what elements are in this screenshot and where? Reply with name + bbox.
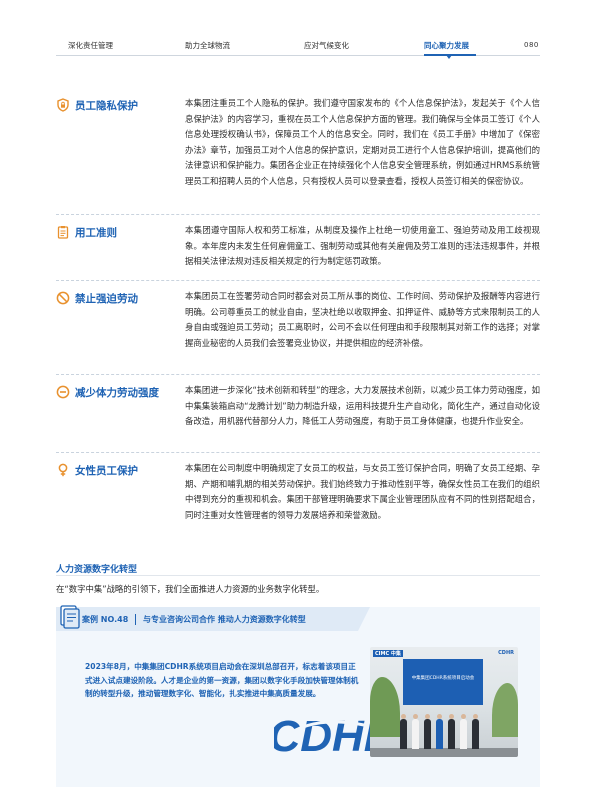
photo-person	[436, 719, 443, 749]
divider	[56, 374, 540, 375]
photo-screen: 中集集团CDHR系统项目启动会	[403, 659, 483, 705]
divider	[56, 452, 540, 453]
case-number: 案例 NO.48	[82, 615, 129, 624]
section-body: 本集团在公司制度中明确规定了女员工的权益，与女员工签订保护合同，明确了女员工经期…	[185, 463, 540, 520]
case-study-box: 案例 NO.48 与专业咨询公司合作 推动人力资源数字化转型 2023年8月，中…	[56, 604, 540, 787]
clipboard-list-icon	[56, 225, 70, 239]
section-title: 减少体力劳动强度	[56, 383, 176, 401]
nav-item-climate-change[interactable]: 应对气候变化	[304, 41, 349, 50]
photo-person-head	[449, 714, 454, 719]
case-header-tail	[358, 607, 370, 631]
section-title: 女性员工保护	[56, 461, 176, 479]
nav-item-responsibility-management[interactable]: 深化责任管理	[68, 41, 113, 50]
photo-person	[448, 719, 455, 749]
section-privacy: 员工隐私保护 本集团注重员工个人隐私的保护。我们遵守国家发布的《个人信息保护法》…	[56, 96, 540, 224]
photo-person-head	[425, 714, 430, 719]
document-stack-icon	[58, 604, 80, 630]
section-labor-intensity: 减少体力劳动强度 本集团进一步深化“技术创新和转型”的理念，大力发展技术创新，以…	[56, 383, 540, 463]
photo-person	[460, 719, 467, 749]
section-label: 女性员工保护	[75, 464, 138, 477]
case-separator	[135, 614, 136, 625]
hr-title-underline	[56, 575, 540, 576]
female-symbol-icon	[56, 463, 70, 477]
section-label: 用工准则	[75, 226, 117, 239]
shield-lock-icon	[56, 98, 70, 112]
hr-intro-text: 在“数字中集”战略的引领下，我们全面推进人力资源的业务数字化转型。	[56, 584, 325, 594]
section-label: 员工隐私保护	[75, 99, 138, 112]
photo-person	[424, 719, 431, 749]
nav-item-collective-development[interactable]: 同心聚力发展	[424, 41, 469, 50]
photo-person-head	[401, 714, 406, 719]
case-header: 案例 NO.48 与专业咨询公司合作 推动人力资源数字化转型	[56, 604, 358, 631]
section-label: 减少体力劳动强度	[75, 386, 159, 399]
photo-person-head	[413, 714, 418, 719]
hr-section-title: 人力资源数字化转型	[56, 565, 138, 575]
section-employment-standards: 用工准则 本集团遵守国际人权和劳工标准，从制度及操作上杜绝一切使用童工、强迫劳动…	[56, 223, 540, 283]
section-title: 用工准则	[56, 223, 176, 241]
top-navigation: 深化责任管理 助力全球物流 应对气候变化 同心聚力发展 080	[0, 0, 596, 59]
section-forced-labor: 禁止强迫劳动 本集团员工在签署劳动合同时都会对员工所从事的岗位、工作时间、劳动保…	[56, 289, 540, 379]
section-body: 本集团注重员工个人隐私的保护。我们遵守国家发布的《个人信息保护法》，发起关于《个…	[185, 98, 540, 186]
event-photo: CIMC 中集 CDHR 中集集团CDHR系统项目启动会	[370, 647, 518, 757]
photo-plant	[492, 683, 518, 737]
section-body: 本集团进一步深化“技术创新和转型”的理念，大力发展技术创新，以减少员工体力劳动强…	[185, 385, 540, 426]
nav-item-global-logistics[interactable]: 助力全球物流	[185, 41, 230, 50]
case-text: 2023年8月，中集集团CDHR系统项目启动会在深圳总部召开，标志着该项目正式进…	[85, 662, 359, 698]
divider	[56, 214, 540, 215]
section-body: 本集团遵守国际人权和劳工标准，从制度及操作上杜绝一切使用童工、强迫劳动及用工歧视…	[185, 225, 540, 266]
section-title: 禁止强迫劳动	[56, 289, 176, 307]
photo-plant	[370, 677, 400, 737]
photo-person-head	[461, 714, 466, 719]
nav-active-pointer	[446, 55, 452, 59]
photo-person-head	[473, 714, 478, 719]
prohibited-icon	[56, 291, 70, 305]
photo-brand-right: CDHR	[498, 650, 514, 656]
section-body: 本集团员工在签署劳动合同时都会对员工所从事的岗位、工作时间、劳动保护及报酬等内容…	[185, 291, 540, 348]
photo-person	[412, 719, 419, 749]
case-title: 与专业咨询公司合作 推动人力资源数字化转型	[143, 615, 306, 624]
section-title: 员工隐私保护	[56, 96, 176, 114]
section-label: 禁止强迫劳动	[75, 292, 138, 305]
photo-screen-text: 中集集团CDHR系统项目启动会	[411, 676, 475, 681]
page-number: 080	[524, 41, 539, 49]
photo-person	[472, 719, 479, 749]
photo-brand-left: CIMC 中集	[373, 650, 403, 657]
photo-floor	[370, 748, 518, 757]
minus-circle-icon	[56, 385, 70, 399]
photo-person	[400, 719, 407, 749]
section-female-employees: 女性员工保护 本集团在公司制度中明确规定了女员工的权益，与女员工签订保护合同，明…	[56, 461, 540, 531]
photo-person-head	[437, 714, 442, 719]
nav-divider	[56, 55, 540, 56]
divider	[56, 280, 540, 281]
